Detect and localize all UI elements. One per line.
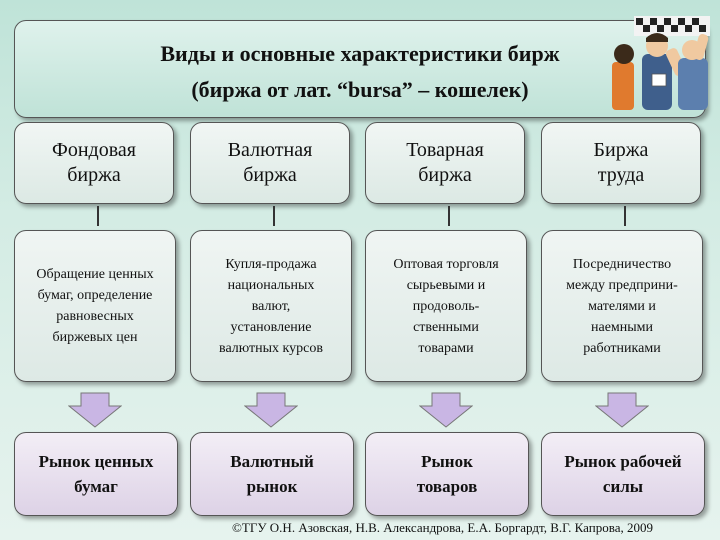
connector-line [448, 206, 450, 226]
market-securities: Рынок ценных бумаг [14, 432, 178, 516]
copyright-footer: ©ТГУ О.Н. Азовская, Н.В. Александрова, Е… [232, 520, 653, 535]
market-label: Рынок товаров [416, 452, 478, 496]
header-label: Биржа труда [593, 139, 649, 186]
connector-line [273, 206, 275, 226]
market-label: Рынок ценных бумаг [38, 452, 154, 496]
connector-line [624, 206, 626, 226]
description-text: Посредничество между предприни-мателями … [566, 256, 678, 356]
connector-line [97, 206, 99, 226]
description-commodity-exchange: Оптовая торговля сырьевыми и продоволь-с… [365, 230, 527, 382]
header-label: Валютная биржа [227, 139, 313, 186]
down-arrow-icon [68, 392, 122, 428]
header-label: Товарная биржа [406, 139, 484, 186]
description-text: Обращение ценных бумаг, определение равн… [36, 267, 154, 345]
market-currency: Валютный рынок [190, 432, 354, 516]
market-label: Рынок рабочей силы [564, 452, 682, 496]
header-labor-exchange: Биржа труда [541, 122, 701, 204]
market-goods: Рынок товаров [365, 432, 529, 516]
header-label: Фондовая биржа [52, 139, 136, 186]
traders-clipart-icon [612, 16, 710, 110]
down-arrow-icon [595, 392, 649, 428]
title-box: Виды и основные характеристики бирж (бир… [14, 20, 706, 118]
header-currency-exchange: Валютная биржа [190, 122, 350, 204]
market-label: Валютный рынок [230, 452, 314, 496]
header-commodity-exchange: Товарная биржа [365, 122, 525, 204]
description-labor-exchange: Посредничество между предприни-мателями … [541, 230, 703, 382]
description-text: Оптовая торговля сырьевыми и продоволь-с… [393, 256, 499, 356]
description-currency-exchange: Купля-продажа национальных валют, устано… [190, 230, 352, 382]
down-arrow-icon [419, 392, 473, 428]
title-line-2: (биржа от лат. “bursa” – кошелек) [191, 77, 529, 102]
down-arrow-icon [244, 392, 298, 428]
title-line-1: Виды и основные характеристики бирж [160, 41, 560, 66]
header-stock-exchange: Фондовая биржа [14, 122, 174, 204]
description-stock-exchange: Обращение ценных бумаг, определение равн… [14, 230, 176, 382]
market-labor: Рынок рабочей силы [541, 432, 705, 516]
description-text: Купля-продажа национальных валют, устано… [219, 256, 323, 356]
